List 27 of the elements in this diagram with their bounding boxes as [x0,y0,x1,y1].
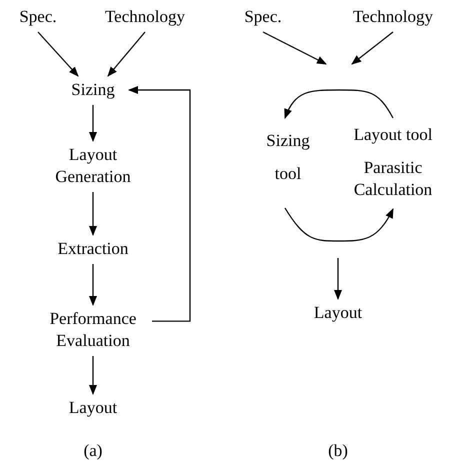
panel-label: (a) [82,440,104,462]
arrow [89,192,97,236]
arrow [89,356,97,395]
arrow [89,264,97,306]
node-label: Layout tool [354,124,432,146]
node-label: Technology [352,6,433,28]
node-label: Layout Generation [54,144,132,188]
arrow [89,105,97,142]
arrow [262,31,327,65]
node-label: Layout [314,302,362,324]
arrow [334,258,342,300]
node-label: Spec. [244,6,282,28]
arrow [284,89,394,119]
node-label: Sizing [71,79,115,101]
arrow [351,32,394,65]
node-label: Extraction [58,238,128,260]
panel-label: (b) [327,440,349,462]
node-label: Parasitic Calculation [352,157,434,201]
arrow [284,208,394,242]
node-label: Layout [68,397,118,419]
arrow [107,32,146,77]
arrow [128,86,191,322]
node-label: Technology [104,6,185,28]
node-label: Performance Evaluation [48,308,138,352]
node-label: Spec. [19,6,57,28]
node-label: Sizing tool [265,130,311,185]
arrow [38,32,79,77]
